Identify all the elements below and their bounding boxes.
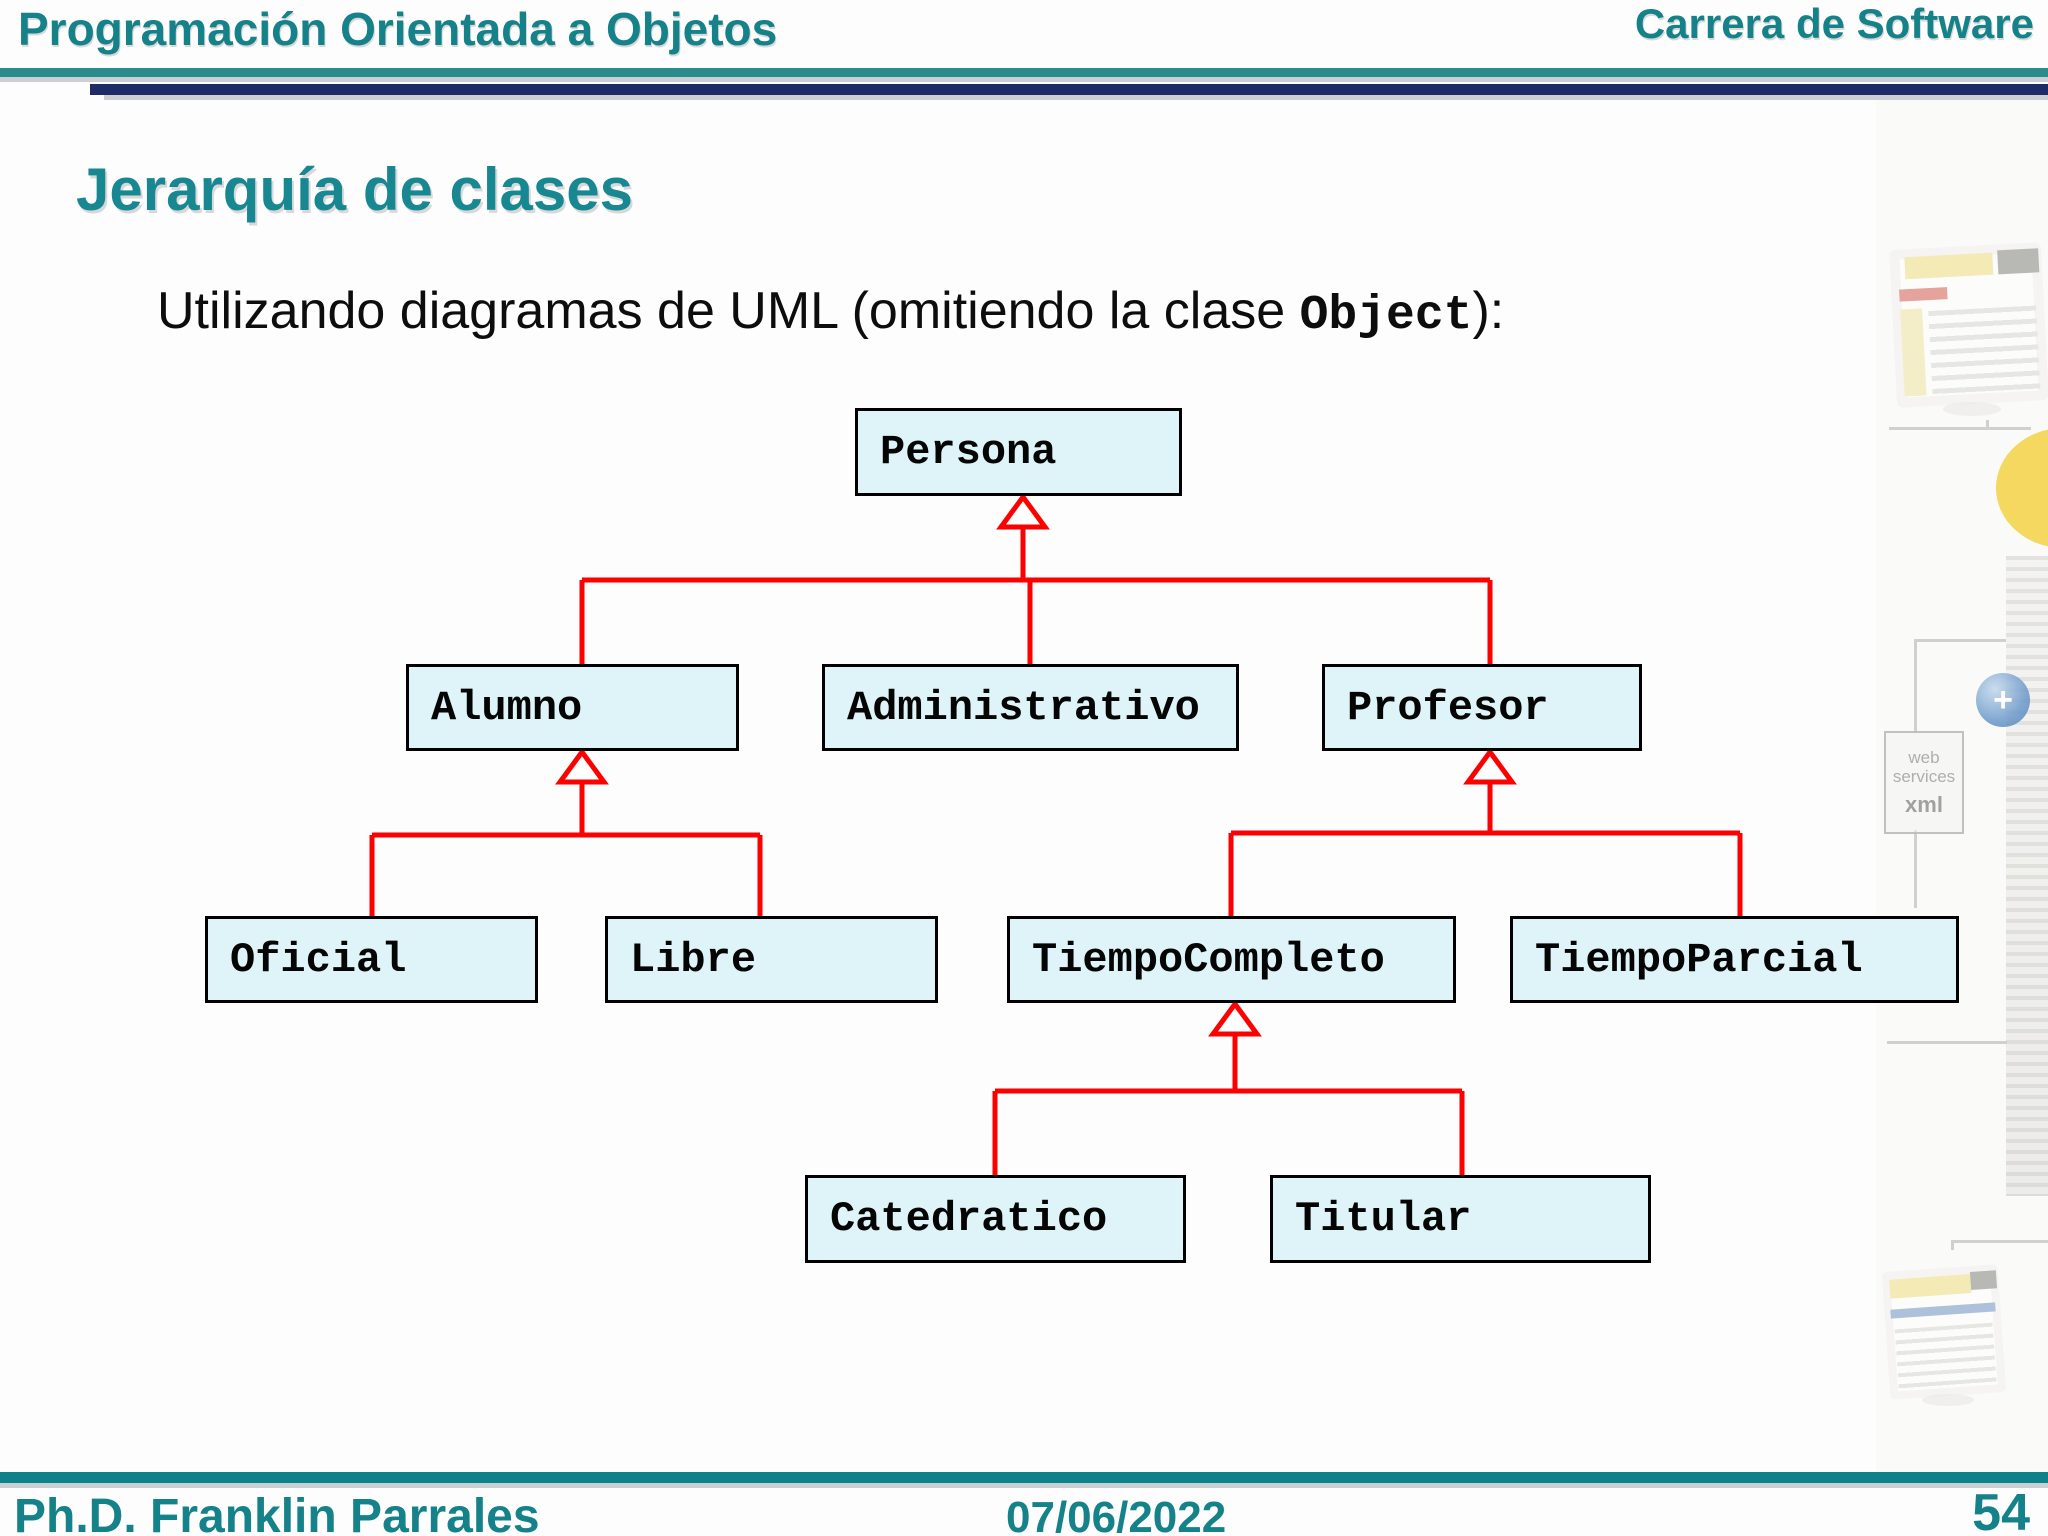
footer-page-number: 54 bbox=[1972, 1484, 2030, 1536]
connector-tick bbox=[1951, 1240, 1954, 1250]
monitor-icon bbox=[1888, 242, 2048, 408]
class-node-alumno: Alumno bbox=[406, 664, 739, 751]
webpage-blue-band bbox=[1890, 1302, 1997, 1320]
connector-line bbox=[1914, 639, 2006, 642]
web-services-label: web bbox=[1908, 747, 1940, 767]
header-rule-shadow bbox=[0, 77, 2048, 82]
connector-line bbox=[1887, 1041, 2007, 1044]
web-services-label: services bbox=[1892, 767, 1956, 787]
class-node-persona: Persona bbox=[855, 408, 1182, 496]
plus-glyph: + bbox=[1993, 681, 2013, 719]
connector-line bbox=[1914, 639, 1917, 733]
webpage-sidebar bbox=[1899, 308, 1928, 397]
connector-line bbox=[1951, 1240, 2048, 1243]
web-services-box: web services xml bbox=[1884, 731, 1964, 834]
monitor-stand bbox=[1922, 1394, 1974, 1406]
footer-date: 07/06/2022 bbox=[1006, 1493, 1227, 1536]
subtitle: Utilizando diagramas de UML (omitiendo l… bbox=[157, 281, 1504, 343]
webpage-text-lines bbox=[1928, 305, 2041, 397]
monitor-icon bbox=[1881, 1264, 2007, 1400]
inheritance-arrow-persona bbox=[996, 492, 1050, 530]
monitor-screen bbox=[1899, 252, 2039, 398]
class-label: Persona bbox=[880, 428, 1057, 476]
footer-rule-teal bbox=[0, 1472, 2048, 1483]
inheritance-arrow-tiempocompleto bbox=[1208, 999, 1262, 1037]
class-node-oficial: Oficial bbox=[205, 916, 538, 1003]
class-label: Catedratico bbox=[830, 1195, 1108, 1243]
class-label: Profesor bbox=[1347, 683, 1549, 732]
class-node-tiempocompleto: TiempoCompleto bbox=[1007, 916, 1456, 1003]
webpage-logo bbox=[1898, 286, 1948, 302]
webpage-banner bbox=[1889, 1273, 1972, 1299]
monitor-stand bbox=[1943, 402, 2001, 416]
inheritance-arrow-profesor bbox=[1463, 747, 1517, 785]
class-label: Alumno bbox=[431, 683, 583, 732]
header-rule-navy bbox=[90, 84, 2048, 95]
class-node-libre: Libre bbox=[605, 916, 938, 1003]
class-label: Oficial bbox=[230, 935, 407, 984]
edge-alumno-children bbox=[369, 781, 763, 918]
footer-rule-shadow bbox=[0, 1483, 2048, 1488]
edge-tiempocompleto-children bbox=[992, 1033, 1465, 1177]
webpage-thumbnail bbox=[1997, 248, 2040, 275]
course-title: Programación Orientada a Objetos bbox=[18, 3, 778, 55]
header-rule-navy-shadow bbox=[104, 95, 2048, 100]
subtitle-code: Object bbox=[1299, 289, 1473, 343]
xml-label: xml bbox=[1905, 791, 1943, 817]
class-label: Libre bbox=[630, 935, 757, 984]
class-label: TiempoParcial bbox=[1535, 935, 1863, 984]
edge-persona-children bbox=[579, 526, 1493, 666]
edge-profesor-children bbox=[1228, 781, 1743, 918]
class-node-titular: Titular bbox=[1270, 1175, 1651, 1263]
yellow-circle bbox=[1996, 428, 2048, 548]
subtitle-text: ): bbox=[1472, 282, 1505, 340]
monitor-screen bbox=[1890, 1272, 1998, 1392]
inheritance-arrow-alumno bbox=[555, 747, 609, 785]
class-node-catedratico: Catedratico bbox=[805, 1175, 1186, 1263]
program-title: Carrera de Software bbox=[1634, 0, 2034, 47]
class-node-profesor: Profesor bbox=[1322, 664, 1642, 751]
webpage-text-lines bbox=[1894, 1322, 1997, 1392]
footer-author: Ph.D. Franklin Parrales bbox=[14, 1490, 540, 1536]
connector-line bbox=[1889, 427, 2031, 430]
class-label: Titular bbox=[1295, 1195, 1472, 1243]
connector-tick bbox=[1986, 420, 1989, 428]
class-node-tiempoparcial: TiempoParcial bbox=[1510, 916, 1959, 1003]
page-title: Jerarquía de clases bbox=[76, 156, 634, 223]
header-rule-teal bbox=[0, 68, 2048, 77]
blue-sphere-icon: + bbox=[1976, 673, 2030, 727]
webpage-banner bbox=[1904, 252, 1994, 280]
subtitle-text: Utilizando diagramas de UML (omitiendo l… bbox=[157, 282, 1300, 340]
class-label: Administrativo bbox=[847, 683, 1200, 732]
class-node-administrativo: Administrativo bbox=[822, 664, 1239, 751]
class-label: TiempoCompleto bbox=[1032, 935, 1385, 984]
webpage-thumbnail bbox=[1970, 1270, 1997, 1291]
connector-line bbox=[1914, 830, 1917, 908]
background-strip bbox=[1876, 96, 2048, 1472]
server-tower-icon bbox=[2006, 556, 2048, 1196]
